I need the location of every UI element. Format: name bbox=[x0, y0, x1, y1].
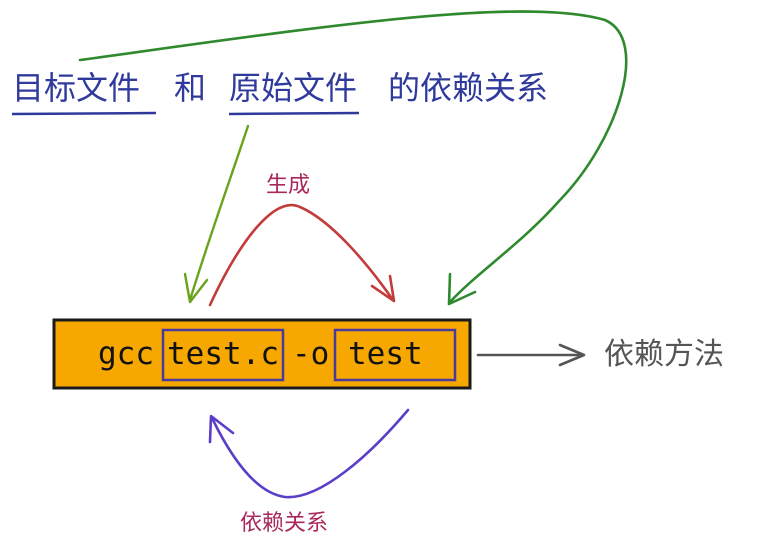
heading-source-files: 原始文件 bbox=[229, 69, 358, 107]
generate-arrow bbox=[208, 203, 395, 307]
target-box bbox=[333, 328, 457, 382]
command-bar bbox=[52, 318, 472, 390]
command-prefix: gcc bbox=[98, 336, 154, 372]
short-arrow-head bbox=[183, 272, 209, 304]
source-files-underline bbox=[228, 111, 360, 116]
dependency-arrow bbox=[210, 408, 410, 499]
generate-arrow-head bbox=[370, 274, 396, 303]
generate-label: 生成 bbox=[266, 173, 311, 198]
target-files-underline bbox=[11, 111, 157, 116]
method-arrow-head bbox=[558, 343, 586, 367]
heading-suffix: 的依赖关系 bbox=[388, 69, 549, 107]
heading-target-files: 目标文件 bbox=[12, 69, 141, 107]
command-target: test bbox=[348, 336, 423, 372]
command-source: test.c bbox=[167, 336, 279, 372]
method-label: 依赖方法 bbox=[604, 337, 724, 372]
source-box bbox=[161, 328, 285, 382]
dependency-label: 依赖关系 bbox=[240, 511, 329, 536]
command-flag: -o bbox=[292, 336, 330, 372]
long-arrow-head bbox=[447, 272, 477, 306]
dependency-arrow-head bbox=[208, 414, 235, 444]
long-arrow bbox=[78, 10, 628, 304]
short-arrow bbox=[188, 124, 250, 302]
heading-conj: 和 bbox=[174, 69, 207, 107]
